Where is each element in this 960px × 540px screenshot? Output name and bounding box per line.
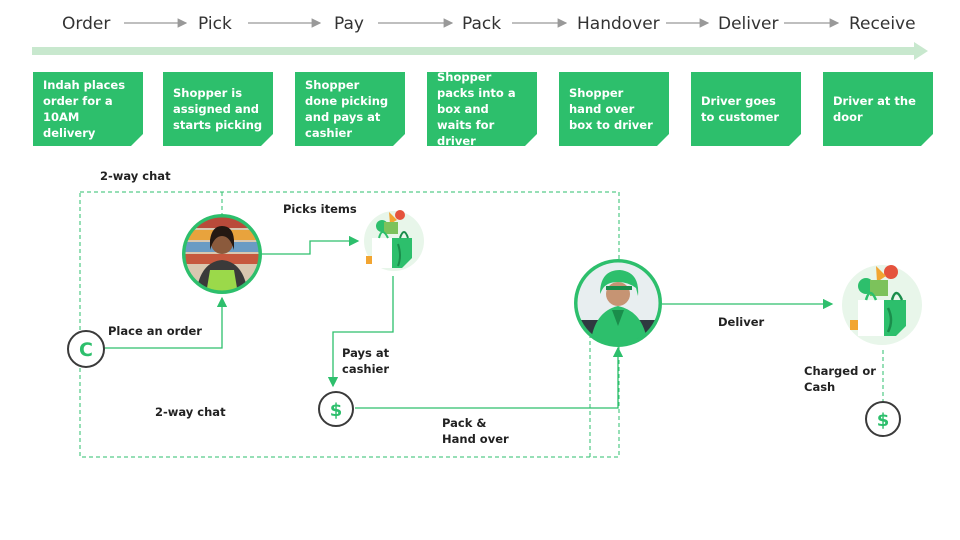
card-deliver: Driver goes to customer [691,72,801,146]
pack-handover-line [355,346,624,409]
stage-pay: Pay [334,14,364,34]
grocery-bag-icon [364,210,424,271]
card-pay: Shopper done picking and pays at cashier [295,72,405,146]
card-text: Shopper packs into a box and waits for d… [437,70,516,148]
pays-at-cashier-label: Pays at cashier [342,346,390,376]
card-text: Driver goes to customer [701,94,780,124]
customer-icon-letter: C [79,339,93,361]
stage-pick: Pick [198,14,232,34]
card-text: Shopper is assigned and starts picking [173,86,263,132]
two-way-chat-loop [79,191,620,458]
two-way-chat-bottom-label: 2-way chat [155,405,226,419]
picks-items-label: Picks items [283,202,357,216]
two-way-chat-top-label: 2-way chat [100,169,171,183]
place-order-line [104,296,228,349]
picks-items-line [262,235,360,255]
card-pack: Shopper packs into a box and waits for d… [427,70,537,148]
shopper-avatar [182,214,262,294]
card-pick: Shopper is assigned and starts picking [163,72,273,146]
card-handover: Shopper hand over box to driver [559,72,669,146]
grocery-bag-icon [842,265,922,345]
charged-or-cash-label: Charged or Cash [804,364,876,394]
payment-symbol: $ [330,400,343,421]
pays-cashier-line [327,276,394,388]
pack-hand-over-label: Pack & Hand over [442,416,509,446]
card-receive: Driver at the door [823,72,933,146]
card-text: Indah places order for a 10AM delivery [43,78,126,140]
payment-icon: $ [318,391,354,427]
driver-avatar [574,259,662,347]
stage-deliver: Deliver [718,14,779,34]
card-text: Shopper hand over box to driver [569,86,653,132]
stage-pack: Pack [462,14,502,34]
timeline-arrow [32,42,928,60]
card-text: Driver at the door [833,94,916,124]
stage-handover: Handover [577,14,660,34]
card-text: Shopper done picking and pays at cashier [305,78,389,140]
card-order: Indah places order for a 10AM delivery [33,72,143,146]
stage-receive: Receive [849,14,916,34]
deliver-label: Deliver [718,315,765,329]
place-order-label: Place an order [108,324,202,338]
customer-icon: C [67,330,105,368]
payment-symbol: $ [877,410,890,431]
payment-icon: $ [865,401,901,437]
stage-order: Order [62,14,111,34]
